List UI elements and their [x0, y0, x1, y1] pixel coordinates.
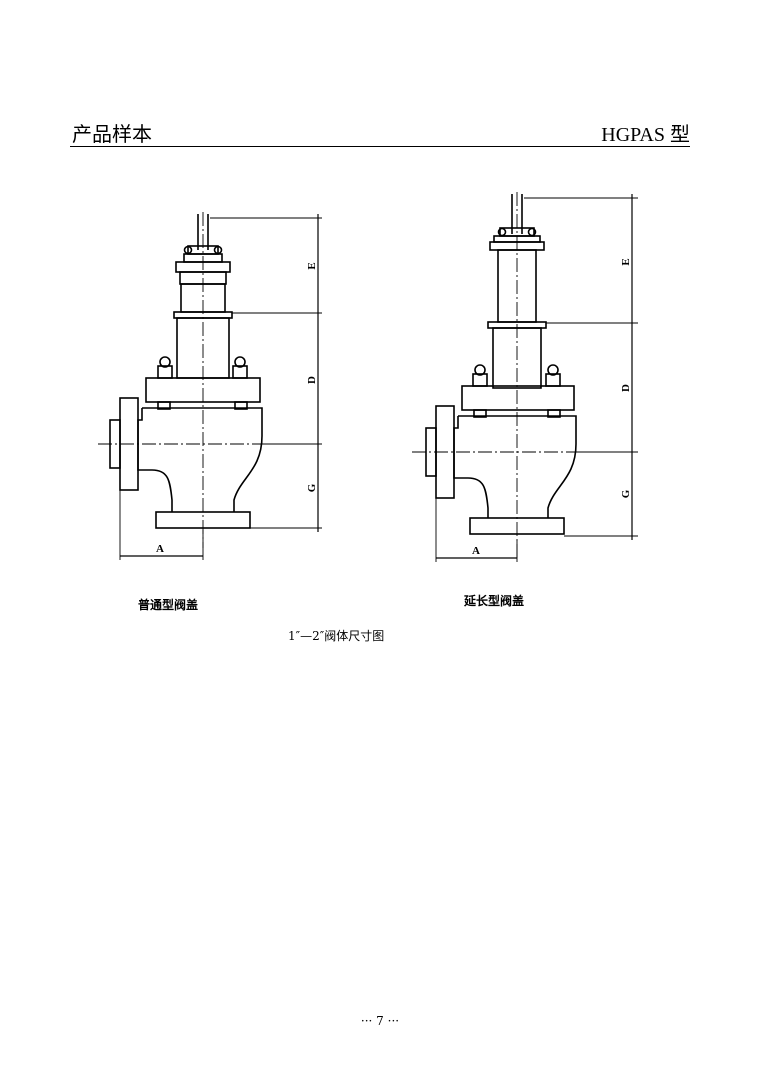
- dim-label-d: D: [306, 376, 318, 384]
- dim-label-e: E: [306, 262, 318, 269]
- header-rule: [70, 146, 690, 147]
- standard-bonnet-caption: 普通型阀盖: [138, 598, 199, 612]
- dim-label-g: G: [306, 483, 318, 492]
- extended-bonnet-valve-drawing: [412, 192, 638, 562]
- dim-label-e: E: [620, 258, 632, 265]
- document-header-title: 产品样本: [72, 122, 152, 146]
- dim-label-g: G: [620, 489, 632, 498]
- page-number: ··· 7 ···: [360, 1014, 400, 1028]
- standard-bonnet-valve-drawing: [98, 212, 322, 560]
- figure-title: 1″—2″阀体尺寸图: [288, 629, 385, 643]
- dim-label-d: D: [620, 384, 632, 392]
- extended-bonnet-caption: 延长型阀盖: [464, 594, 525, 608]
- dim-label-a: A: [156, 543, 164, 555]
- document-model-label: HGPAS 型: [601, 124, 690, 146]
- dim-label-a: A: [472, 545, 480, 557]
